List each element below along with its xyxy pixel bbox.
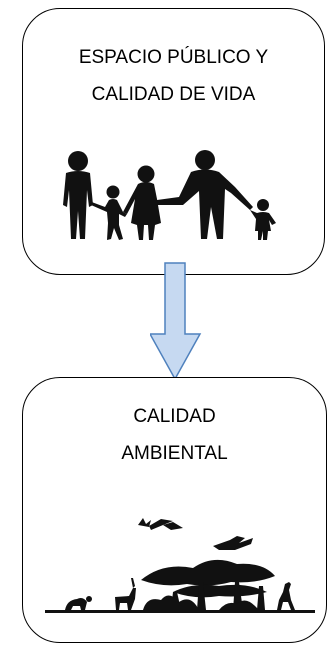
bottom-box-line1: CALIDAD xyxy=(133,406,216,427)
savanna-wildlife-silhouette-icon xyxy=(45,518,315,613)
bottom-box-title: CALIDAD AMBIENTAL xyxy=(23,398,326,472)
bottom-box: CALIDAD AMBIENTAL xyxy=(22,377,327,643)
family-silhouette-icon xyxy=(63,150,276,240)
top-box-line2: CALIDAD DE VIDA xyxy=(91,84,256,105)
top-box: ESPACIO PÚBLICO Y CALIDAD DE VIDA xyxy=(22,8,325,275)
top-box-line1: ESPACIO PÚBLICO Y xyxy=(78,47,269,68)
top-box-title: ESPACIO PÚBLICO Y CALIDAD DE VIDA xyxy=(23,39,324,113)
down-arrow-icon xyxy=(150,262,202,381)
bottom-box-line2: AMBIENTAL xyxy=(121,443,228,464)
